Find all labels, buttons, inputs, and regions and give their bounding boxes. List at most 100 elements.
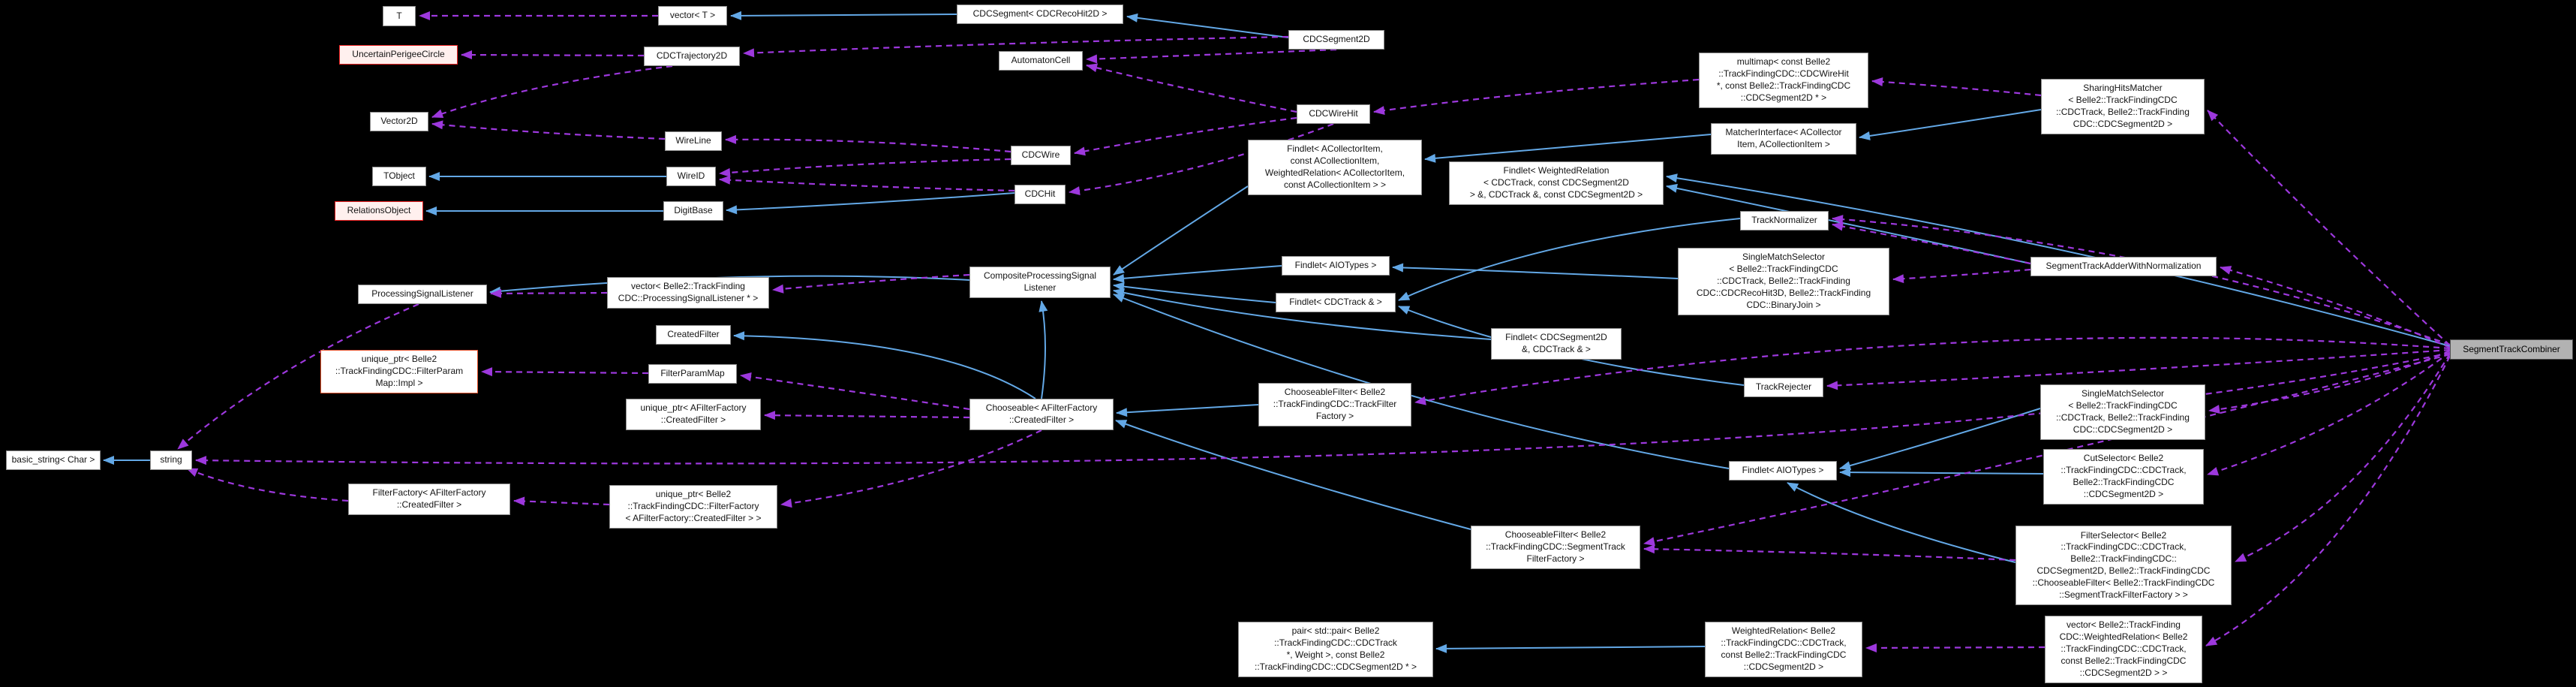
usage-edge xyxy=(772,273,970,294)
class-node-chooseable-filter-track[interactable]: ChooseableFilter< Belle2 ::TrackFindingC… xyxy=(1258,383,1411,426)
class-node-cdcwirehit[interactable]: CDCWireHit xyxy=(1297,104,1370,124)
class-node-uncertain-perigee-circle[interactable]: UncertainPerigeeCircle xyxy=(339,45,458,65)
class-node-chooseable-filter-segment[interactable]: ChooseableFilter< Belle2 ::TrackFindingC… xyxy=(1471,526,1640,569)
usage-edge xyxy=(2208,349,2451,414)
usage-edge xyxy=(2205,355,2451,646)
inheritance-edge xyxy=(1115,420,1471,530)
class-node-single-match-selector-binary-join[interactable]: SingleMatchSelector < Belle2::TrackFindi… xyxy=(1678,248,1889,315)
usage-edge xyxy=(1826,348,2451,390)
class-node-cdctrajectory2d[interactable]: CDCTrajectory2D xyxy=(644,47,740,66)
usage-edge xyxy=(2207,110,2451,346)
class-node-cdcwire[interactable]: CDCWire xyxy=(1011,146,1071,165)
class-node-cdchit[interactable]: CDCHit xyxy=(1014,185,1066,204)
class-node-segment-track-adder-with-normalization[interactable]: SegmentTrackAdderWithNormalization xyxy=(2030,257,2217,276)
inheritance-edge xyxy=(1113,288,1492,340)
usage-edge xyxy=(1086,63,1297,113)
class-node-findlet-aiotypes-2[interactable]: Findlet< AIOTypes > xyxy=(1729,461,1837,481)
usage-edge xyxy=(1414,336,2451,405)
usage-edge xyxy=(1832,215,2451,346)
usage-edge xyxy=(1892,268,2031,284)
class-node-unique-ptr-filter-factory[interactable]: unique_ptr< Belle2 ::TrackFindingCDC::Fi… xyxy=(609,485,777,529)
class-node-chooseable[interactable]: Chooseable< AFilterFactory ::CreatedFilt… xyxy=(969,399,1114,430)
class-node-cdcsegment2d[interactable]: CDCSegment2D xyxy=(1288,30,1384,50)
class-node-findlet-collector[interactable]: Findlet< ACollectorItem, const ACollecti… xyxy=(1248,140,1422,195)
class-node-single-match-selector-segment[interactable]: SingleMatchSelector < Belle2::TrackFindi… xyxy=(2040,384,2205,440)
class-node-vector-t[interactable]: vector< T > xyxy=(658,6,727,26)
usage-edge xyxy=(431,120,666,140)
usage-edge xyxy=(461,50,645,60)
class-node-digitbase[interactable]: DigitBase xyxy=(663,201,723,221)
inheritance-edge xyxy=(1039,300,1048,399)
usage-edge xyxy=(1865,643,2045,652)
class-node-basic-string[interactable]: basic_string< Char > xyxy=(6,450,101,470)
usage-edge xyxy=(481,367,649,377)
inheritance-edge xyxy=(1839,468,2044,478)
class-node-relations-object[interactable]: RelationsObject xyxy=(335,201,423,221)
usage-edge xyxy=(186,467,349,502)
class-node-sharing-hits-matcher[interactable]: SharingHitsMatcher < Belle2::TrackFindin… xyxy=(2041,79,2205,134)
usage-edge xyxy=(1832,221,2031,265)
class-node-vector-listeners[interactable]: vector< Belle2::TrackFinding CDC::Proces… xyxy=(607,277,769,309)
inheritance-edge xyxy=(1113,265,1282,283)
class-node-composite-processing-signal-listener[interactable]: CompositeProcessingSignal Listener xyxy=(969,267,1111,298)
inheritance-edge xyxy=(1435,643,1706,653)
usage-edge xyxy=(764,411,970,420)
inheritance-edge xyxy=(1666,173,2451,347)
class-node-string[interactable]: string xyxy=(150,450,192,470)
inheritance-edge xyxy=(726,192,1015,215)
class-node-unique-ptr-filterparammap-impl[interactable]: unique_ptr< Belle2 ::TrackFindingCDC::Fi… xyxy=(320,350,478,393)
class-node-findlet-cdctrack[interactable]: Findlet< CDCTrack & > xyxy=(1276,293,1396,312)
usage-edge xyxy=(2207,351,2451,476)
class-node-vector2d[interactable]: Vector2D xyxy=(370,112,428,131)
class-node-t[interactable]: T xyxy=(383,6,416,26)
inheritance-edge xyxy=(1113,185,1249,276)
class-node-created-filter[interactable]: CreatedFilter xyxy=(656,325,731,345)
class-node-filter-selector[interactable]: FilterSelector< Belle2 ::TrackFindingCDC… xyxy=(2015,526,2232,605)
class-node-tobject[interactable]: TObject xyxy=(372,167,426,186)
inheritance-edge xyxy=(1839,408,2041,470)
usage-edge xyxy=(490,288,608,298)
usage-edge xyxy=(743,35,1289,58)
class-node-track-normalizer[interactable]: TrackNormalizer xyxy=(1740,211,1829,231)
inheritance-edge xyxy=(1113,282,1276,303)
class-node-filter-param-map[interactable]: FilterParamMap xyxy=(648,364,737,384)
class-node-vector-weighted-relations[interactable]: vector< Belle2::TrackFinding CDC::Weight… xyxy=(2045,616,2202,683)
usage-edge xyxy=(725,134,1011,153)
class-node-cut-selector[interactable]: CutSelector< Belle2 ::TrackFindingCDC::C… xyxy=(2043,449,2204,505)
class-node-segment-track-combiner: SegmentTrackCombiner xyxy=(2450,339,2573,360)
usage-edge xyxy=(719,158,1011,177)
inheritance-edge xyxy=(1787,482,2016,563)
usage-edge xyxy=(1871,77,2042,97)
class-node-unique-ptr-created-filter[interactable]: unique_ptr< AFilterFactory ::CreatedFilt… xyxy=(626,399,761,430)
usage-edge xyxy=(513,496,610,506)
class-node-multimap[interactable]: multimap< const Belle2 ::TrackFindingCDC… xyxy=(1699,53,1868,108)
class-node-wireline[interactable]: WireLine xyxy=(665,131,722,151)
usage-edge xyxy=(2235,353,2451,563)
usage-edge xyxy=(1643,544,2016,562)
class-node-wireid[interactable]: WireID xyxy=(666,167,716,186)
usage-edge xyxy=(719,175,1015,192)
inheritance-edge xyxy=(730,11,957,20)
class-node-track-rejecter[interactable]: TrackRejecter xyxy=(1744,378,1823,397)
usage-edge xyxy=(780,429,1042,508)
class-node-processing-signal-listener[interactable]: ProcessingSignalListener xyxy=(358,285,487,304)
usage-edge xyxy=(1069,122,1334,196)
inheritance-edge xyxy=(1859,109,2042,140)
class-node-findlet-cdcsegment2d-cdctrack[interactable]: Findlet< CDCSegment2D &, CDCTrack & > xyxy=(1491,328,1622,360)
inheritance-edge xyxy=(1392,263,1679,279)
class-node-automaton-cell[interactable]: AutomatonCell xyxy=(999,51,1083,71)
class-node-matcher-interface[interactable]: MatcherInterface< ACollector Item, AColl… xyxy=(1711,123,1856,155)
inheritance-edge xyxy=(1398,218,1741,301)
class-node-pair[interactable]: pair< std::pair< Belle2 ::TrackFindingCD… xyxy=(1238,622,1433,677)
class-node-findlet-aiotypes-1[interactable]: Findlet< AIOTypes > xyxy=(1282,256,1390,276)
class-node-filter-factory[interactable]: FilterFactory< AFilterFactory ::CreatedF… xyxy=(348,484,510,515)
inheritance-edge xyxy=(1113,294,1730,469)
class-node-weighted-relation[interactable]: WeightedRelation< Belle2 ::TrackFindingC… xyxy=(1705,622,1862,677)
usage-edge xyxy=(177,303,419,450)
class-node-findlet-weighted-relation[interactable]: Findlet< WeightedRelation < CDCTrack, co… xyxy=(1449,161,1664,205)
usage-edge xyxy=(740,372,970,411)
class-node-cdcsegment[interactable]: CDCSegment< CDCRecoHit2D > xyxy=(957,5,1123,24)
usage-edge xyxy=(1373,78,1700,116)
inheritance-edge xyxy=(1116,404,1259,417)
